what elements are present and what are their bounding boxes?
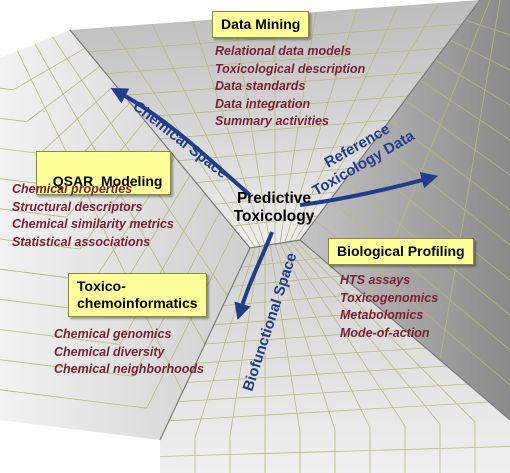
data-mining-box: Data Mining — [212, 11, 310, 38]
list-item: Metabolomics — [340, 308, 424, 322]
list-item: Mode-of-action — [340, 325, 430, 340]
list-item: Chemical neighborhoods — [54, 362, 205, 376]
grid-line — [26, 65, 101, 123]
grid-line — [141, 95, 409, 118]
biofunctional-space-arrow — [234, 231, 274, 321]
grid-line — [231, 215, 319, 227]
grid-line — [404, 99, 510, 176]
grid-line — [0, 389, 147, 409]
grid-line — [39, 84, 116, 154]
grid-line — [146, 229, 236, 409]
grid-line — [0, 359, 134, 377]
list-item: Data integration — [215, 96, 311, 111]
biological-profiling-title: Biological Profiling — [337, 243, 465, 259]
grid-line — [329, 199, 510, 351]
grid-line — [240, 257, 322, 268]
reference-toxicology-arrow — [299, 172, 439, 207]
grid-line — [213, 311, 385, 326]
grid-line — [13, 47, 86, 91]
list-item: HTS assays — [340, 273, 411, 287]
data-mining-title: Data Mining — [221, 16, 301, 32]
center-title-line1: Predictive — [236, 190, 312, 207]
grid-line — [0, 117, 27, 123]
list-item: Chemical similarity metrics — [12, 217, 174, 231]
predictive-toxicology-title: Predictive Toxicology — [217, 190, 331, 226]
grid-line — [105, 47, 445, 74]
biological-profiling-list: HTS assays Toxicogenomics Metabolomics M… — [340, 272, 438, 342]
grid-line — [374, 139, 510, 246]
grid-line — [0, 329, 121, 345]
grid-line — [186, 365, 448, 383]
qsar-modeling-box: QSAR Modeling — [36, 151, 172, 195]
list-item: Statistical associations — [12, 234, 151, 249]
biological-profiling-box: Biological Profiling — [328, 238, 474, 265]
toxicochemoinformatics-list: Chemical genomics Chemical diversity Che… — [54, 326, 204, 379]
toxicochemoinformatics-box: Toxico- chemoinformatics — [68, 273, 207, 317]
list-item: Relational data models — [215, 44, 352, 58]
list-item: Toxicogenomics — [340, 290, 439, 305]
grid-line — [359, 159, 510, 281]
center-title-line2: Toxicology — [233, 208, 315, 225]
grid-line — [419, 79, 510, 141]
grid-line — [213, 191, 337, 205]
list-item: Summary activities — [215, 114, 329, 128]
list-item: Structural descriptors — [12, 199, 143, 214]
grid-line — [195, 347, 427, 364]
list-item: Data standards — [215, 79, 306, 93]
grid-line — [389, 119, 510, 211]
list-item: Chemical properties — [12, 182, 133, 196]
grid-line — [449, 39, 510, 71]
grid-line — [123, 71, 427, 96]
chemical-space-arrow — [110, 88, 252, 197]
list-item: Toxicological description — [215, 61, 366, 76]
grid-line — [159, 119, 391, 140]
list-item: Chemical diversity — [54, 344, 165, 359]
grid-line — [195, 167, 355, 183]
grid-line — [177, 383, 469, 402]
qsar-modeling-list: Chemical properties Structural descripto… — [12, 181, 174, 251]
grid-line — [0, 238, 81, 250]
toxicochemoinformatics-title-line2: chemoinformatics — [77, 295, 198, 311]
grid-line — [204, 329, 406, 345]
qsar-modeling-title: QSAR Modeling — [52, 173, 163, 189]
grid-line — [464, 19, 510, 36]
grid-line — [159, 446, 510, 457]
toxicochemoinformatics-title-line1: Toxico- — [77, 278, 126, 294]
grid-line — [0, 87, 14, 91]
grid-line — [0, 148, 41, 154]
grid-line — [119, 193, 206, 345]
list-item: Chemical genomics — [54, 327, 172, 341]
data-mining-list: Relational data models Toxicological des… — [215, 43, 365, 131]
grid-line — [0, 208, 67, 218]
grid-line — [434, 59, 510, 106]
grid-line — [168, 401, 490, 422]
